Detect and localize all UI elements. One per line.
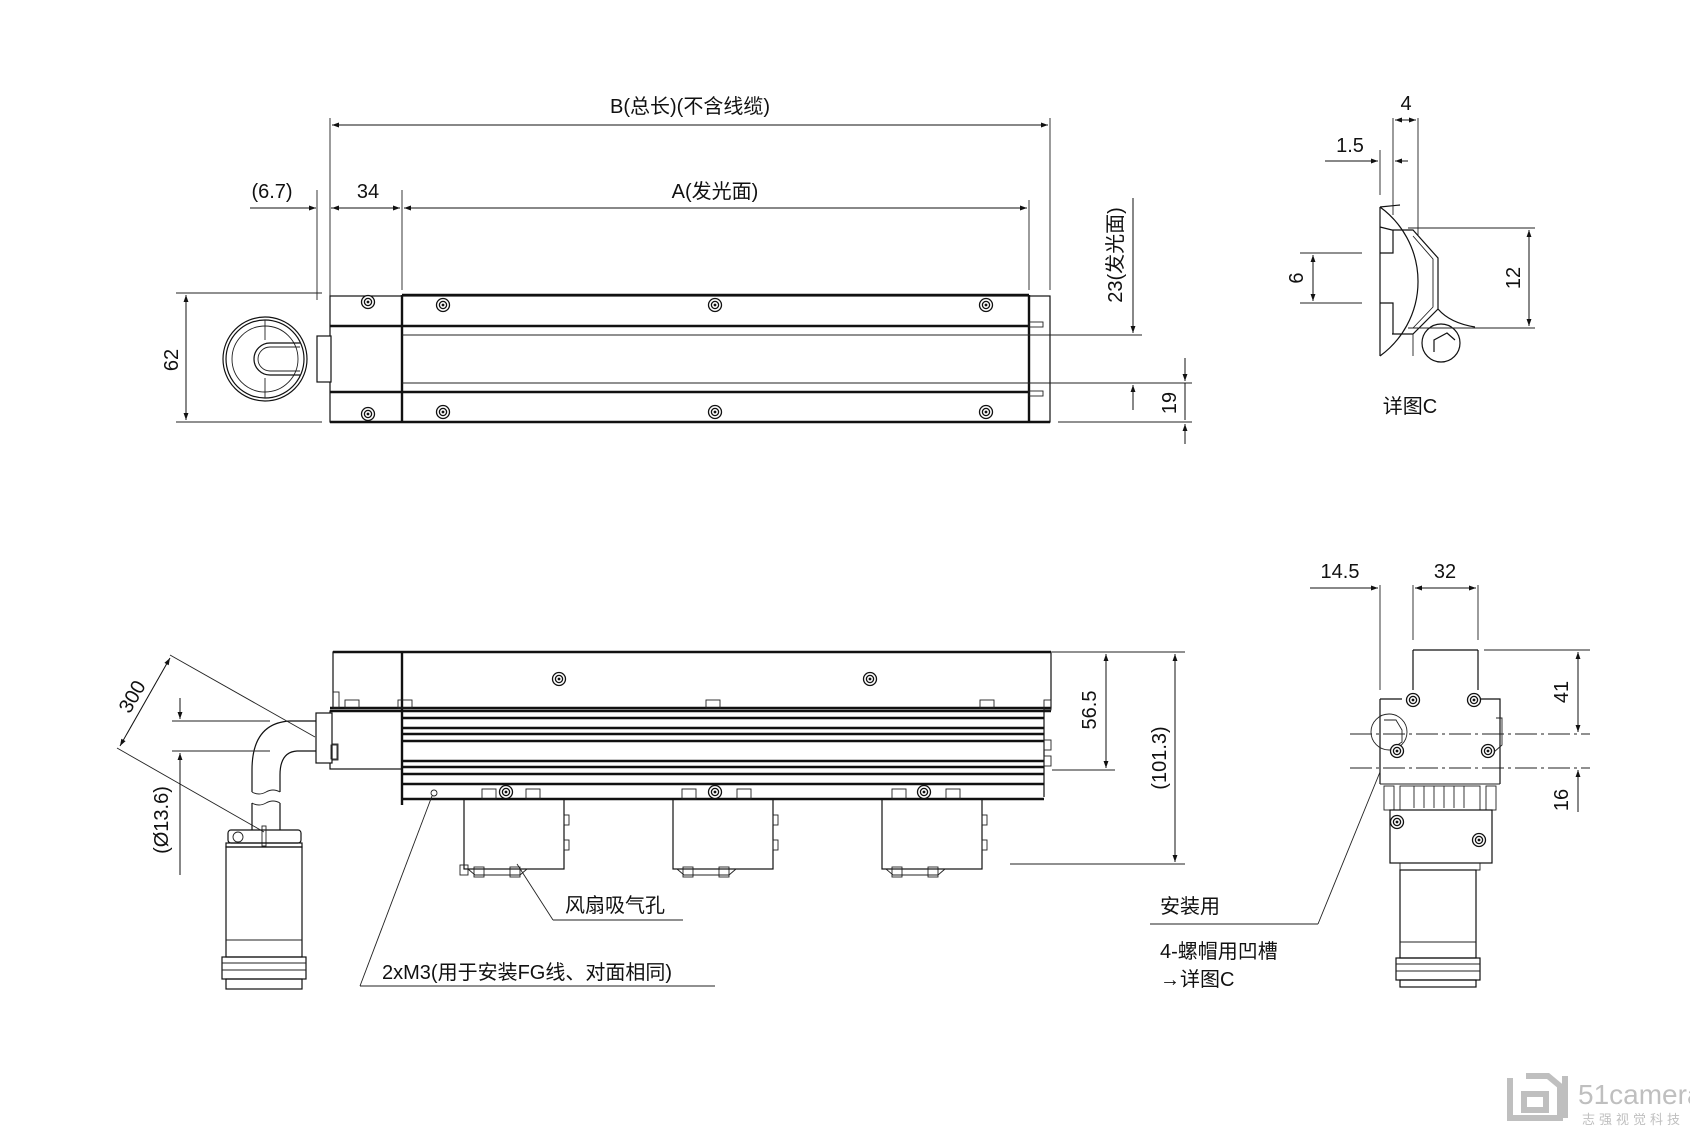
dim-detail-width: 4 bbox=[1392, 93, 1419, 235]
light-body-side bbox=[329, 650, 1052, 805]
label-detail-depth: 12 bbox=[1503, 267, 1525, 289]
end-view: 14.5 32 41 16 安装用 4-螺帽用凹槽 →详图C bbox=[1150, 561, 1590, 991]
side-view: 300 (Ø13.6) 56.5 (101.3) 风扇吸气孔 bbox=[115, 650, 1185, 990]
dim-offset-bottom: 19 bbox=[1058, 358, 1192, 444]
label-offset-bottom: 19 bbox=[1159, 392, 1181, 414]
label-emitting-width: 23(发光面) bbox=[1104, 207, 1127, 303]
watermark-subtitle: 志强视觉科技 bbox=[1582, 1112, 1684, 1127]
light-body-top bbox=[329, 293, 1051, 424]
callout-fg-screw: 2xM3(用于安装FG线、对面相同) bbox=[359, 795, 715, 987]
label-total-length: B(总长)(不含线缆) bbox=[610, 95, 770, 118]
label-fg-screw: 2xM3(用于安装FG线、对面相同) bbox=[382, 961, 672, 984]
dim-height: 62 bbox=[161, 292, 322, 423]
top-view: B(总长)(不含线缆) (6.7) 34 A(发光面) bbox=[161, 95, 1192, 444]
label-detail-slot: 6 bbox=[1286, 272, 1308, 283]
watermark-brand: 51camera bbox=[1578, 1079, 1690, 1110]
dim-cable-offset: (6.7) bbox=[250, 181, 340, 300]
detail-c-title: 详图C bbox=[1383, 395, 1437, 418]
fan-module-2 bbox=[672, 784, 779, 878]
dim-detail-depth: 12 bbox=[1408, 227, 1535, 329]
label-fan-intake: 风扇吸气孔 bbox=[565, 894, 665, 917]
dim-emitting-width: 23(发光面) bbox=[1038, 198, 1192, 410]
dim-detail-lip: 1.5 bbox=[1325, 135, 1408, 195]
label-detail-lip: 1.5 bbox=[1336, 135, 1364, 157]
callout-mounting-slot: 安装用 4-螺帽用凹槽 →详图C bbox=[1150, 771, 1381, 991]
cable-side bbox=[221, 712, 338, 990]
label-detail-width: 4 bbox=[1400, 93, 1411, 115]
dim-cable-diameter: (Ø13.6) bbox=[151, 698, 270, 875]
watermark: 51camera 志强视觉科技 bbox=[1507, 1073, 1690, 1127]
dim-cable-length: 300 bbox=[115, 654, 316, 833]
dim-detail-slot: 6 bbox=[1286, 252, 1362, 304]
label-cable-length: 300 bbox=[115, 677, 151, 717]
dim-end-offset: 14.5 bbox=[1310, 561, 1381, 690]
fan-module-1 bbox=[459, 784, 570, 878]
dim-hole-pitch: 32 bbox=[1412, 561, 1479, 640]
dim-emitting-length: A(发光面) bbox=[404, 180, 1030, 290]
fan-module-3 bbox=[881, 784, 988, 878]
callout-fan-intake: 风扇吸气孔 bbox=[516, 863, 683, 921]
dim-total-length: B(总长)(不含线缆) bbox=[329, 95, 1051, 320]
dim-total-height: (101.3) bbox=[1010, 654, 1185, 865]
label-cable-diameter: (Ø13.6) bbox=[151, 786, 173, 854]
label-lower-height: 16 bbox=[1551, 789, 1573, 811]
label-mounting-line1: 安装用 bbox=[1160, 895, 1220, 918]
dim-body-height: 56.5 bbox=[1052, 651, 1185, 771]
label-mounting-line2: 4-螺帽用凹槽 bbox=[1160, 940, 1278, 963]
label-emitting-length: A(发光面) bbox=[672, 180, 759, 203]
label-height: 62 bbox=[161, 349, 183, 371]
detail-c-view: 4 1.5 6 12 详图C bbox=[1286, 93, 1535, 418]
dim-lower-height: 16 bbox=[1551, 770, 1581, 812]
label-cable-offset: (6.7) bbox=[251, 181, 292, 203]
dim-end-cap: 34 bbox=[332, 181, 403, 290]
label-upper-height: 41 bbox=[1551, 681, 1573, 703]
label-mounting-line3: →详图C bbox=[1160, 968, 1234, 991]
label-body-height: 56.5 bbox=[1079, 691, 1101, 730]
camera-logo-icon bbox=[1507, 1073, 1568, 1121]
label-end-cap: 34 bbox=[357, 181, 379, 203]
dim-upper-height: 41 bbox=[1484, 649, 1590, 732]
end-body bbox=[1370, 649, 1503, 988]
label-total-height: (101.3) bbox=[1149, 726, 1171, 789]
label-hole-pitch: 32 bbox=[1434, 561, 1456, 583]
cable-connector-top bbox=[222, 316, 332, 402]
label-end-offset: 14.5 bbox=[1321, 561, 1360, 583]
